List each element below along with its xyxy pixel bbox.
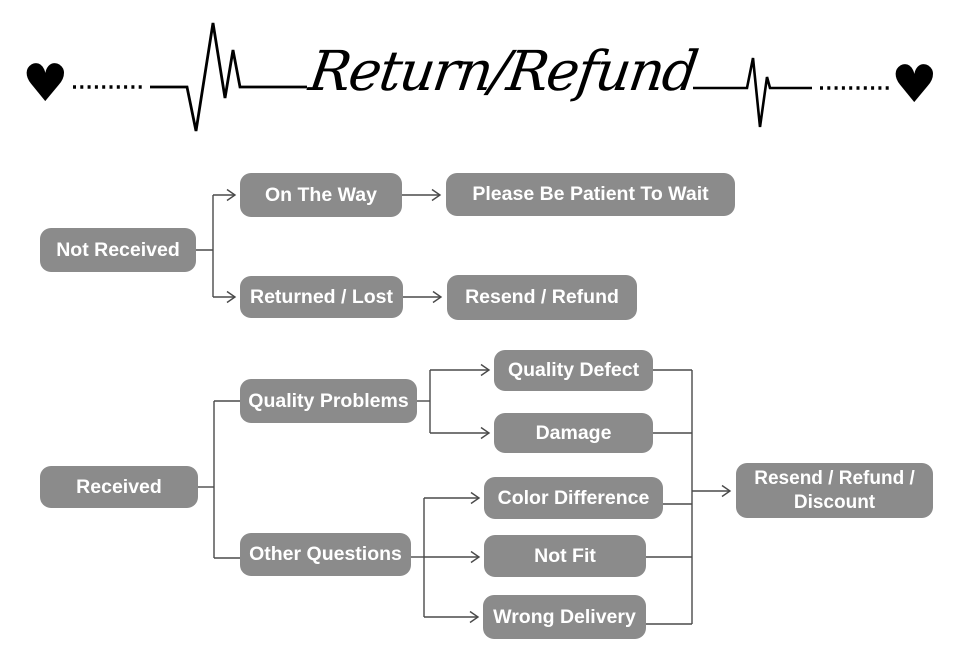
flowchart-node-damage: Damage	[494, 413, 653, 453]
heart-right-icon: ♥	[891, 55, 938, 115]
flowchart-node-returned-lost: Returned / Lost	[240, 276, 403, 318]
flowchart-node-resend-refund-discount: Resend / Refund / Discount	[736, 463, 933, 518]
heartbeat-decoration	[73, 22, 890, 132]
flowchart-node-quality-defect: Quality Defect	[494, 350, 653, 391]
heart-left-icon: ♥	[22, 54, 69, 114]
flowchart-node-please-be-patient: Please Be Patient To Wait	[446, 173, 735, 216]
flowchart-node-not-received: Not Received	[40, 228, 196, 272]
flowchart-node-on-the-way: On The Way	[240, 173, 402, 217]
flowchart-node-other-questions: Other Questions	[240, 533, 411, 576]
heartbeat-pulse-right-icon	[693, 57, 812, 128]
flowchart-node-received: Received	[40, 466, 198, 508]
flowchart-node-color-difference: Color Difference	[484, 477, 663, 519]
flowchart-node-quality-problems: Quality Problems	[240, 379, 417, 423]
flowchart-node-not-fit: Not Fit	[484, 535, 646, 577]
flowchart-node-resend-refund: Resend / Refund	[447, 275, 637, 320]
flowchart-node-wrong-delivery: Wrong Delivery	[483, 595, 646, 639]
heartbeat-pulse-left-icon	[150, 22, 307, 132]
